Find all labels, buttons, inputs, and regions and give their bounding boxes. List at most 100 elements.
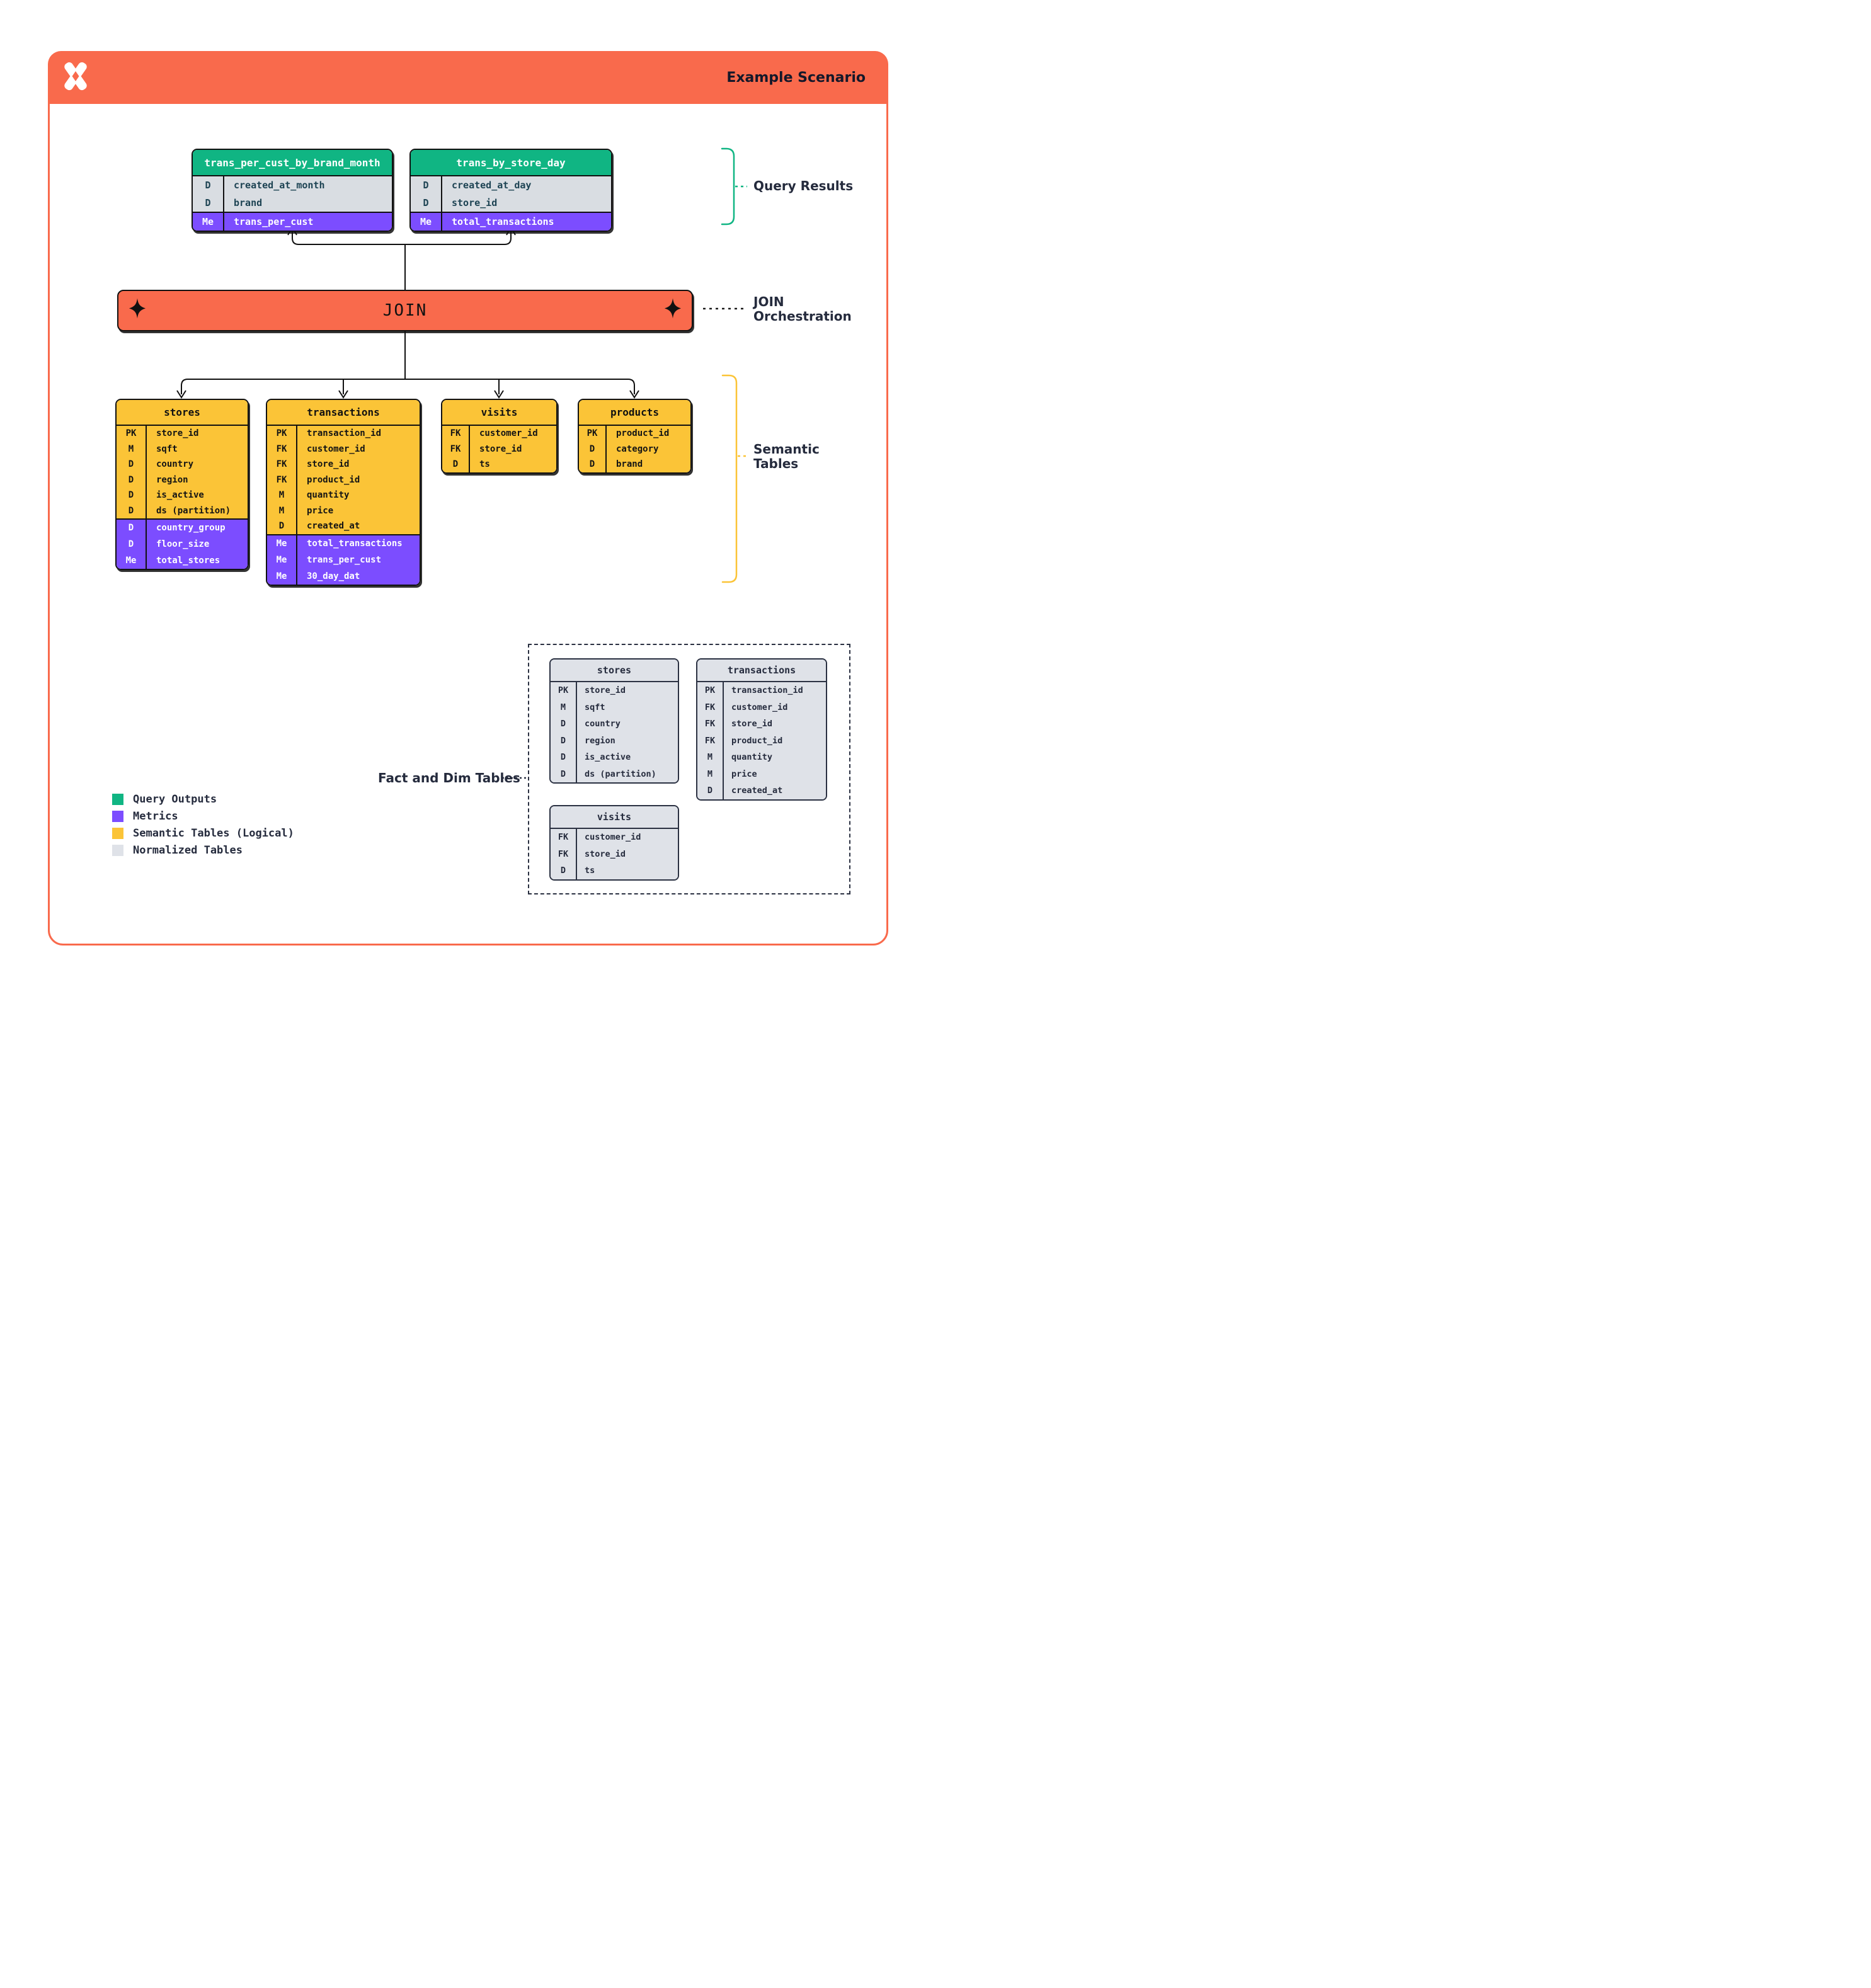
query-result-table-trans-by-store-day: trans_by_store_day D created_at_day D st… [409, 149, 612, 232]
join-label: JOIN [382, 301, 428, 320]
table-row: D created_at_day [411, 176, 611, 194]
metrics-swatch-icon [112, 811, 123, 822]
table-title: transactions [267, 400, 420, 426]
normalized-tables-swatch-icon [112, 845, 123, 856]
table-row: Me total_transactions [411, 213, 611, 231]
table-row: D store_id [411, 194, 611, 212]
metric-section: Me trans_per_cust [193, 212, 392, 231]
sparkle-diamond-icon [129, 298, 146, 324]
legend-label: Query Outputs [133, 793, 217, 806]
legend-item-metrics: Metrics [112, 809, 294, 823]
table-title: visits [442, 400, 556, 426]
card-header: Example Scenario [48, 51, 888, 104]
legend-item-query-outputs: Query Outputs [112, 792, 294, 806]
diagram-canvas: Example Scenario trans_per_cust_by_brand… [0, 0, 936, 994]
dimension-section: D created_at_day D store_id [411, 176, 611, 212]
fact-and-dim-tables-label: Fact and Dim Tables [378, 770, 520, 785]
legend-label: Normalized Tables [133, 844, 243, 857]
legend-item-semantic-tables: Semantic Tables (Logical) [112, 826, 294, 840]
table-title: transactions [697, 660, 826, 682]
page-title: Example Scenario [726, 69, 866, 86]
join-orchestration-bar: JOIN [117, 290, 693, 331]
legend-label: Metrics [133, 810, 178, 823]
table-row: D created_at_month [193, 176, 392, 194]
semantic-tables-swatch-icon [112, 828, 123, 839]
query-result-table-trans-per-cust-by-brand-month: trans_per_cust_by_brand_month D created_… [192, 149, 393, 232]
table-row: Me trans_per_cust [193, 213, 392, 231]
semantic-tables-label: Semantic Tables [753, 442, 820, 471]
dimension-section: D created_at_month D brand [193, 176, 392, 212]
legend: Query Outputs Metrics Semantic Tables (L… [112, 792, 294, 857]
metric-section: Me total_transactions [411, 212, 611, 231]
query-outputs-swatch-icon [112, 794, 123, 805]
join-orchestration-label: JOIN Orchestration [753, 294, 852, 324]
fact-dim-tables-box [528, 644, 850, 894]
pinwheel-x-logo-icon [62, 60, 89, 95]
table-title: stores [117, 400, 248, 426]
query-results-label: Query Results [753, 178, 854, 193]
legend-item-normalized-tables: Normalized Tables [112, 843, 294, 857]
sparkle-diamond-icon [664, 298, 682, 324]
table-title: visits [551, 806, 678, 829]
table-title: products [579, 400, 690, 426]
table-title: stores [551, 660, 678, 682]
table-title: trans_by_store_day [411, 150, 611, 176]
table-title: trans_per_cust_by_brand_month [193, 150, 392, 176]
table-row: D brand [193, 194, 392, 212]
legend-label: Semantic Tables (Logical) [133, 827, 294, 840]
